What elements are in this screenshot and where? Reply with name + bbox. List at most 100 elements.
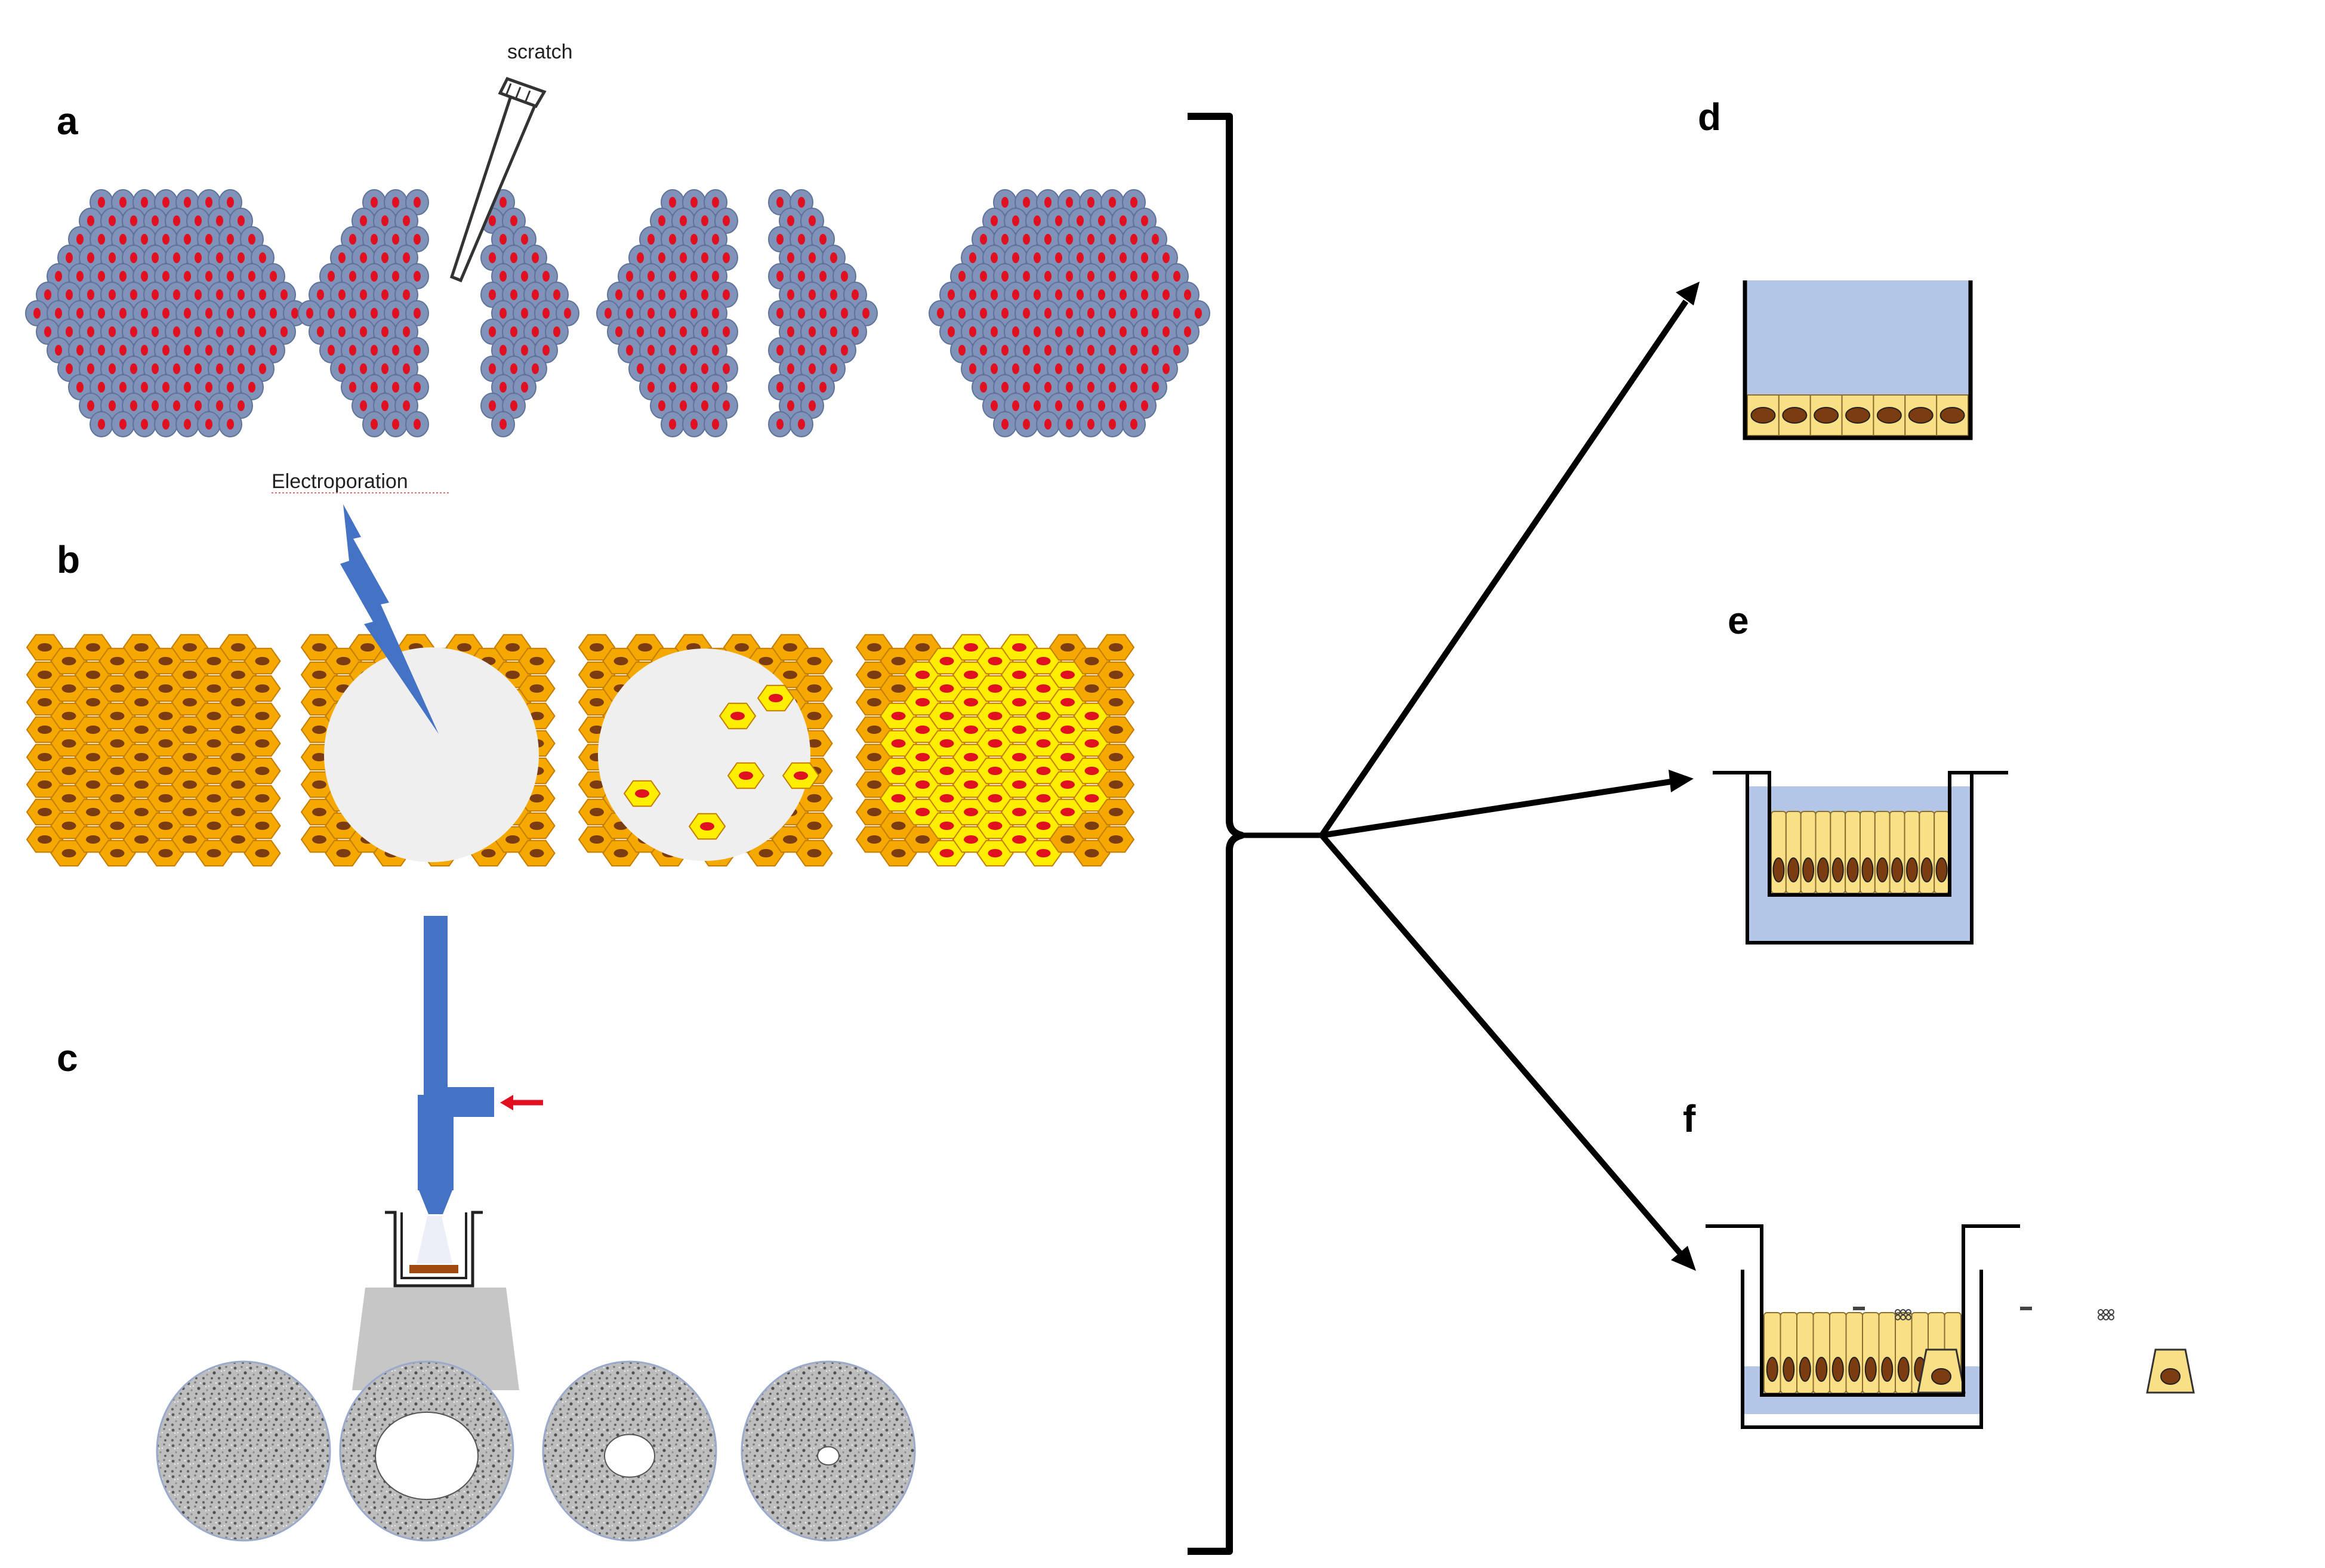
nucleus xyxy=(1152,234,1159,245)
nucleus xyxy=(162,308,169,319)
nucleus xyxy=(338,363,346,374)
nucleus xyxy=(238,363,245,374)
mucus-granule xyxy=(1905,1309,1911,1315)
nucleus xyxy=(590,835,604,844)
nucleus xyxy=(1001,308,1009,319)
arrow-to-d xyxy=(1319,282,1700,837)
nucleus xyxy=(915,780,930,789)
nucleus xyxy=(392,419,399,430)
nucleus xyxy=(152,215,159,226)
nucleus xyxy=(787,400,794,411)
nucleus xyxy=(1897,1357,1910,1382)
nucleus xyxy=(658,326,665,337)
nucleus xyxy=(162,197,169,208)
zoom-projection xyxy=(352,1288,519,1390)
nucleus xyxy=(76,345,84,356)
nucleus xyxy=(1066,308,1073,319)
nucleus xyxy=(381,363,388,374)
nucleus xyxy=(109,400,116,411)
nucleus xyxy=(392,308,399,319)
nucleus xyxy=(110,767,125,775)
nucleus xyxy=(701,363,708,374)
nucleus xyxy=(1012,326,1019,337)
nucleus xyxy=(637,252,644,263)
nucleus xyxy=(87,215,94,226)
nucleus xyxy=(338,289,346,300)
nucleus xyxy=(867,753,881,761)
nucleus xyxy=(1001,271,1009,282)
nucleus xyxy=(1055,252,1062,263)
nucleus xyxy=(184,197,191,208)
nucleus xyxy=(1846,857,1859,882)
nucleus xyxy=(66,363,73,374)
nucleus xyxy=(1831,1357,1844,1382)
nucleus xyxy=(1120,289,1127,300)
nucleus xyxy=(1130,234,1137,245)
nucleus xyxy=(61,739,76,748)
nucleus xyxy=(712,419,719,430)
nucleus xyxy=(1908,407,1934,424)
nucleus xyxy=(238,326,245,337)
nucleus xyxy=(66,252,73,263)
nucleus xyxy=(1130,419,1137,430)
nucleus xyxy=(1162,289,1170,300)
nucleus xyxy=(205,308,212,319)
nucleus xyxy=(381,252,388,263)
nucleus xyxy=(1023,234,1030,245)
nucleus xyxy=(867,726,881,734)
nucleus xyxy=(1098,215,1105,226)
nucleus xyxy=(521,271,528,282)
nucleus xyxy=(381,215,388,226)
nucleus xyxy=(371,419,378,430)
nucleus xyxy=(38,780,52,789)
nucleus xyxy=(499,419,507,430)
nucleus xyxy=(312,671,326,679)
nucleus xyxy=(158,739,173,748)
nucleus xyxy=(776,345,784,356)
nucleus xyxy=(939,684,954,693)
nucleus xyxy=(259,252,266,263)
nucleus xyxy=(371,308,378,319)
nucleus xyxy=(381,326,388,337)
nucleus xyxy=(891,657,906,665)
nucleus xyxy=(231,671,245,679)
nucleus xyxy=(216,326,223,337)
nucleus xyxy=(134,780,149,789)
nucleus xyxy=(690,234,698,245)
nucleus xyxy=(255,767,270,775)
nucleus xyxy=(637,326,644,337)
nucleus xyxy=(1098,363,1105,374)
nucleus xyxy=(647,234,655,245)
nucleus xyxy=(529,684,544,693)
nucleus xyxy=(819,234,827,245)
nucleus xyxy=(1023,271,1030,282)
nucleus xyxy=(867,643,881,652)
nucleus xyxy=(991,326,998,337)
nucleus xyxy=(1060,835,1075,844)
nucleus xyxy=(669,382,676,393)
nucleus xyxy=(489,289,496,300)
nucleus xyxy=(510,326,517,337)
nucleus xyxy=(776,382,784,393)
nucleus xyxy=(723,326,730,337)
mucus-granule xyxy=(2103,1314,2109,1320)
nucleus xyxy=(830,326,837,337)
nucleus xyxy=(206,657,221,665)
nucleus xyxy=(1162,326,1170,337)
nucleus xyxy=(948,326,955,337)
nucleus xyxy=(1173,345,1180,356)
nucleus xyxy=(1044,419,1052,430)
outer-well xyxy=(1746,773,1974,944)
nucleus xyxy=(349,234,356,245)
nucleus xyxy=(1066,382,1073,393)
nucleus xyxy=(712,234,719,245)
nucleus xyxy=(991,215,998,226)
nucleus xyxy=(248,345,255,356)
nucleus xyxy=(86,808,100,816)
nucleus xyxy=(86,753,100,761)
nucleus xyxy=(712,271,719,282)
nucleus xyxy=(206,822,221,830)
nucleus xyxy=(615,289,622,300)
nucleus xyxy=(658,215,665,226)
nucleus xyxy=(76,271,84,282)
